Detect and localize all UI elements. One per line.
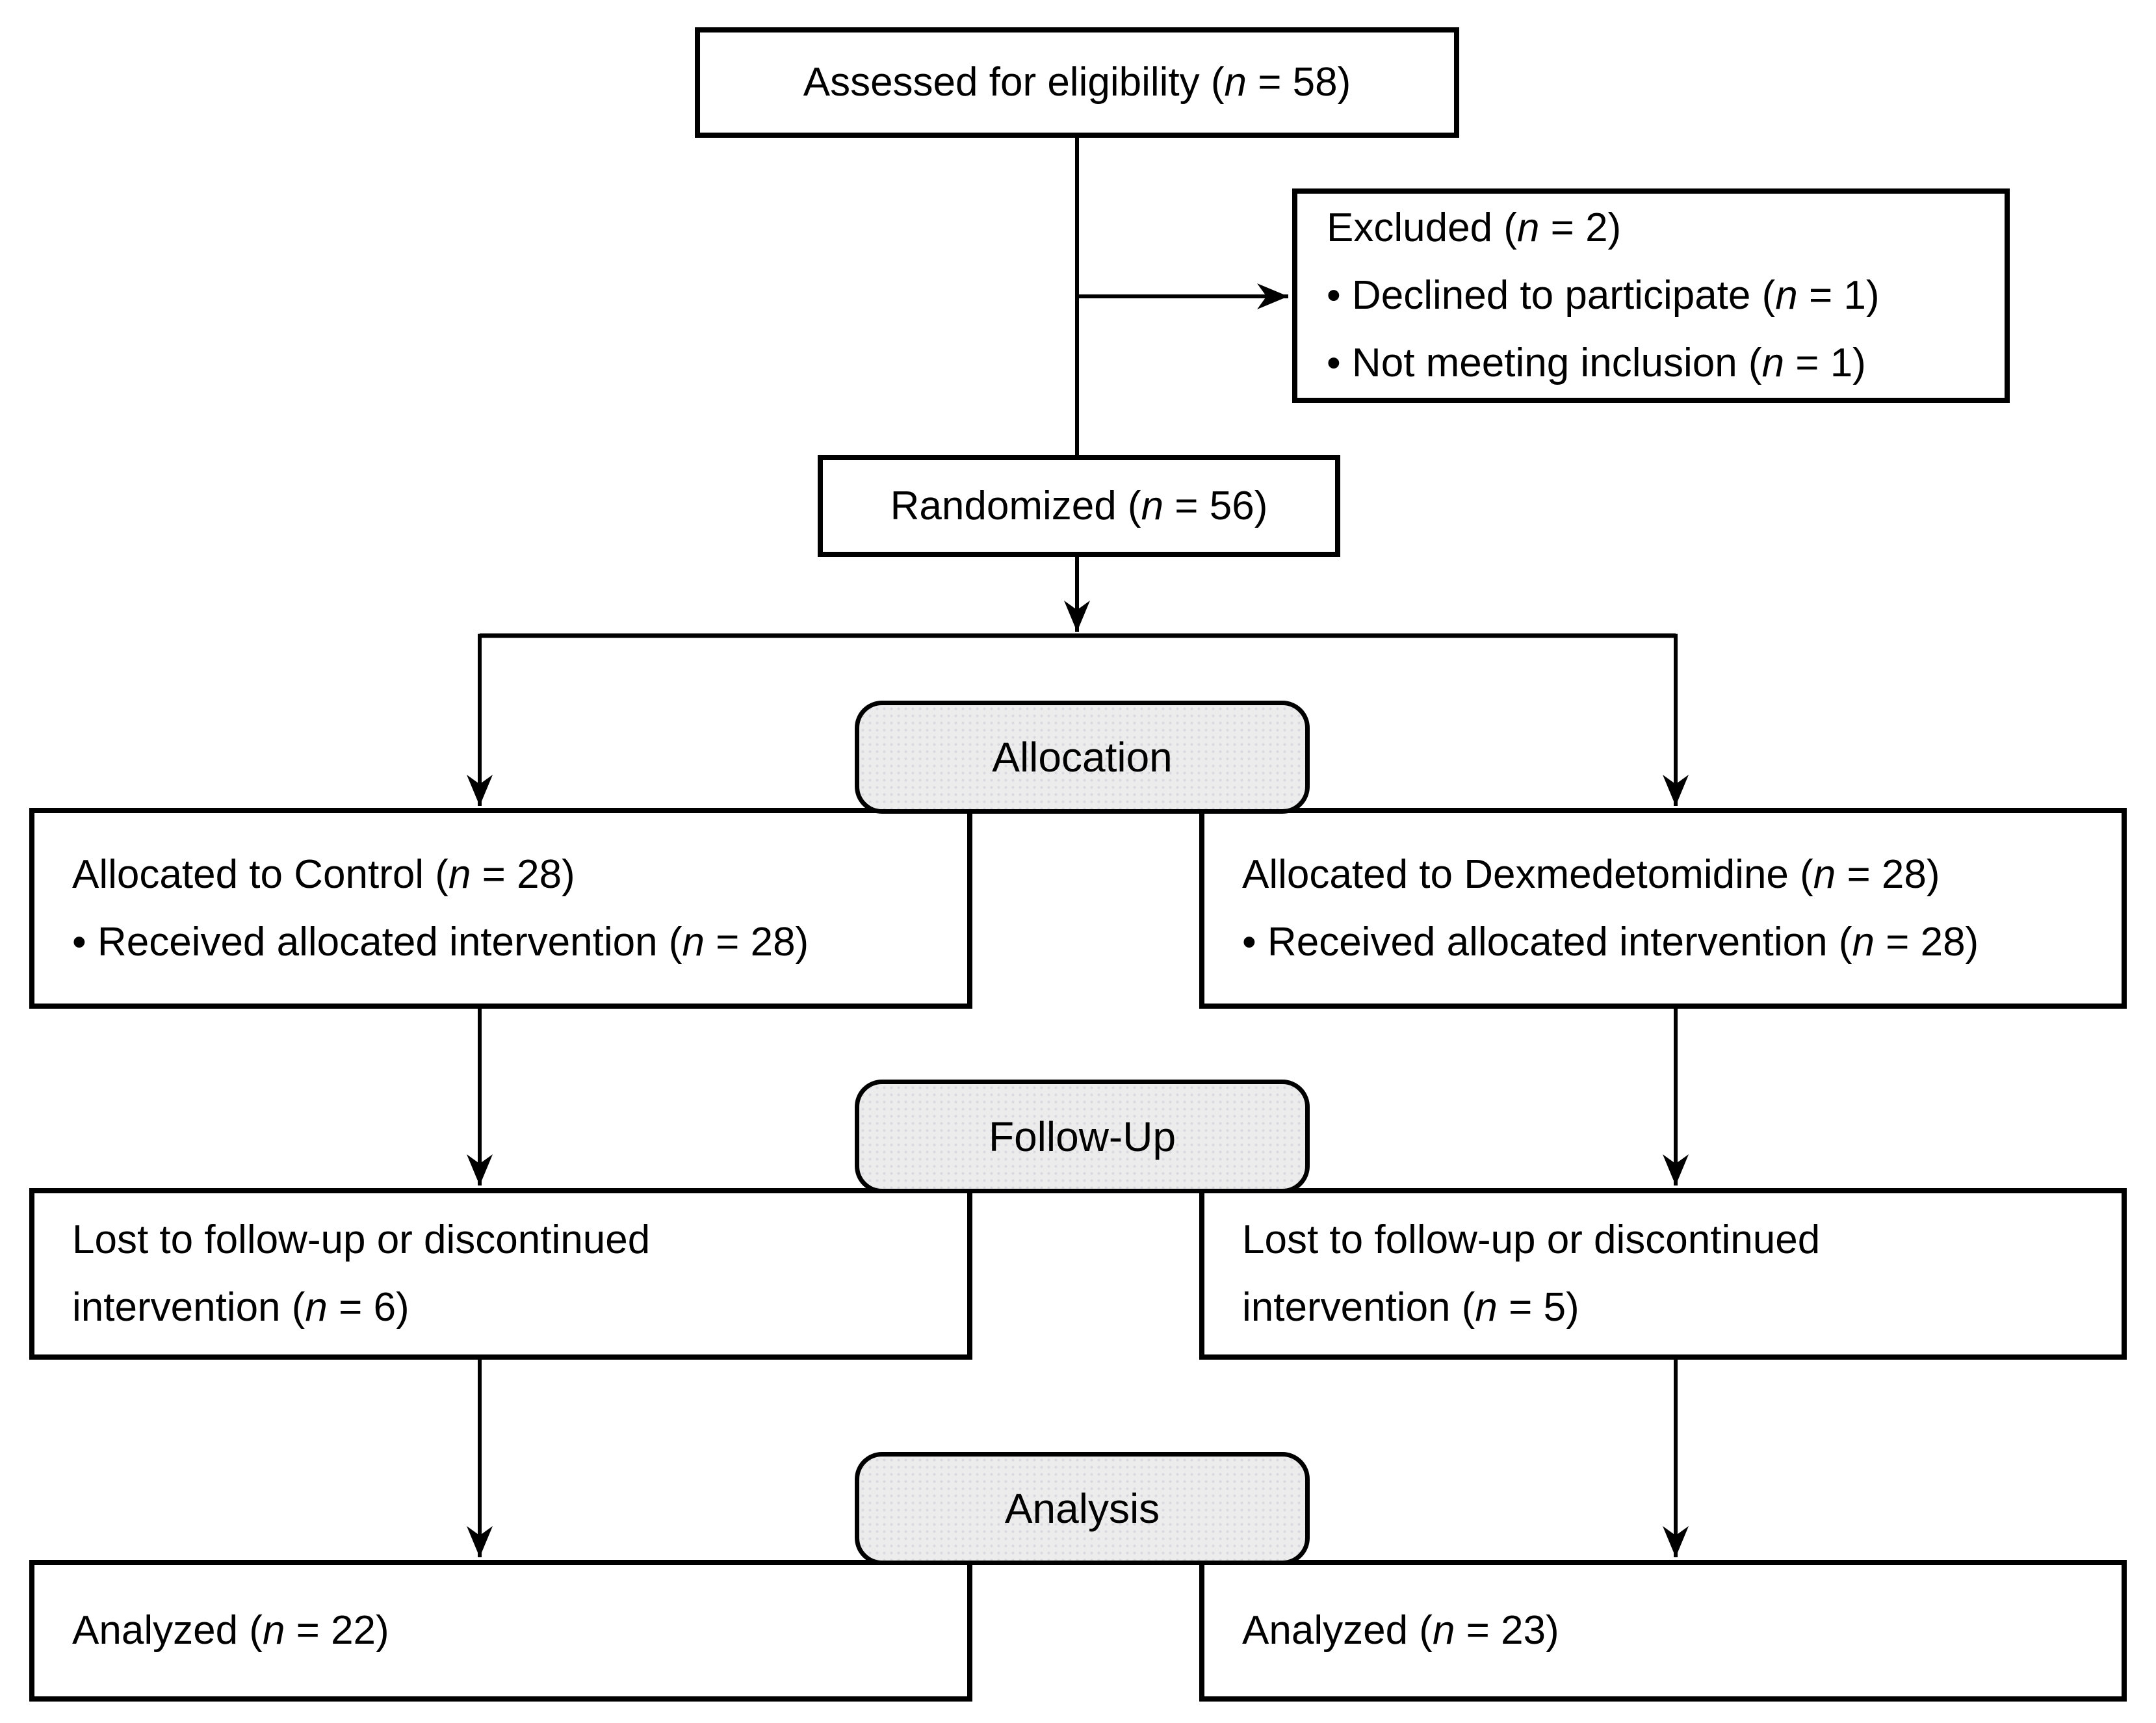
lost-followup-dexmedetomidine-line: intervention (n = 5) xyxy=(1242,1285,1579,1330)
box-randomized: Randomized (n = 56) xyxy=(818,455,1340,557)
stage-allocation: Allocation xyxy=(855,701,1310,814)
box-allocated-dexmedetomidine: Allocated to Dexmedetomidine (n = 28) • … xyxy=(1199,808,2127,1009)
stage-analysis-label: Analysis xyxy=(1004,1485,1160,1532)
allocated-dexmedetomidine-bullet: • Received allocated intervention (n = 2… xyxy=(1242,919,1979,965)
box-lost-followup-control: Lost to follow-up or discontinued interv… xyxy=(29,1188,972,1360)
box-analyzed-dexmedetomidine: Analyzed (n = 23) xyxy=(1199,1560,2127,1702)
stage-allocation-label: Allocation xyxy=(992,734,1173,781)
analyzed-control-text: Analyzed (n = 22) xyxy=(72,1608,389,1653)
box-excluded: Excluded (n = 2) • Declined to participa… xyxy=(1292,188,2010,403)
box-analyzed-control: Analyzed (n = 22) xyxy=(29,1560,972,1702)
box-lost-followup-dexmedetomidine: Lost to follow-up or discontinued interv… xyxy=(1199,1188,2127,1360)
allocated-control-title: Allocated to Control (n = 28) xyxy=(72,851,575,897)
stage-follow-up: Follow-Up xyxy=(855,1080,1310,1193)
randomized-text: Randomized (n = 56) xyxy=(890,483,1268,528)
excluded-bullet: • Declined to participate (n = 1) xyxy=(1327,273,1880,318)
excluded-bullet: • Not meeting inclusion (n = 1) xyxy=(1327,341,1866,385)
lost-followup-control-line: intervention (n = 6) xyxy=(72,1285,409,1330)
excluded-title: Excluded (n = 2) xyxy=(1327,205,1622,250)
box-allocated-control: Allocated to Control (n = 28) • Received… xyxy=(29,808,972,1009)
assessed-eligibility-text: Assessed for eligibility (n = 58) xyxy=(803,60,1351,105)
allocated-control-bullet: • Received allocated intervention (n = 2… xyxy=(72,919,809,965)
lost-followup-control-line: Lost to follow-up or discontinued xyxy=(72,1217,651,1262)
lost-followup-dexmedetomidine-line: Lost to follow-up or discontinued xyxy=(1242,1217,1821,1262)
stage-analysis: Analysis xyxy=(855,1452,1310,1565)
allocated-dexmedetomidine-title: Allocated to Dexmedetomidine (n = 28) xyxy=(1242,851,1940,897)
box-assessed-eligibility: Assessed for eligibility (n = 58) xyxy=(695,27,1459,138)
analyzed-dexmedetomidine-text: Analyzed (n = 23) xyxy=(1242,1608,1559,1653)
stage-follow-up-label: Follow-Up xyxy=(988,1113,1176,1160)
